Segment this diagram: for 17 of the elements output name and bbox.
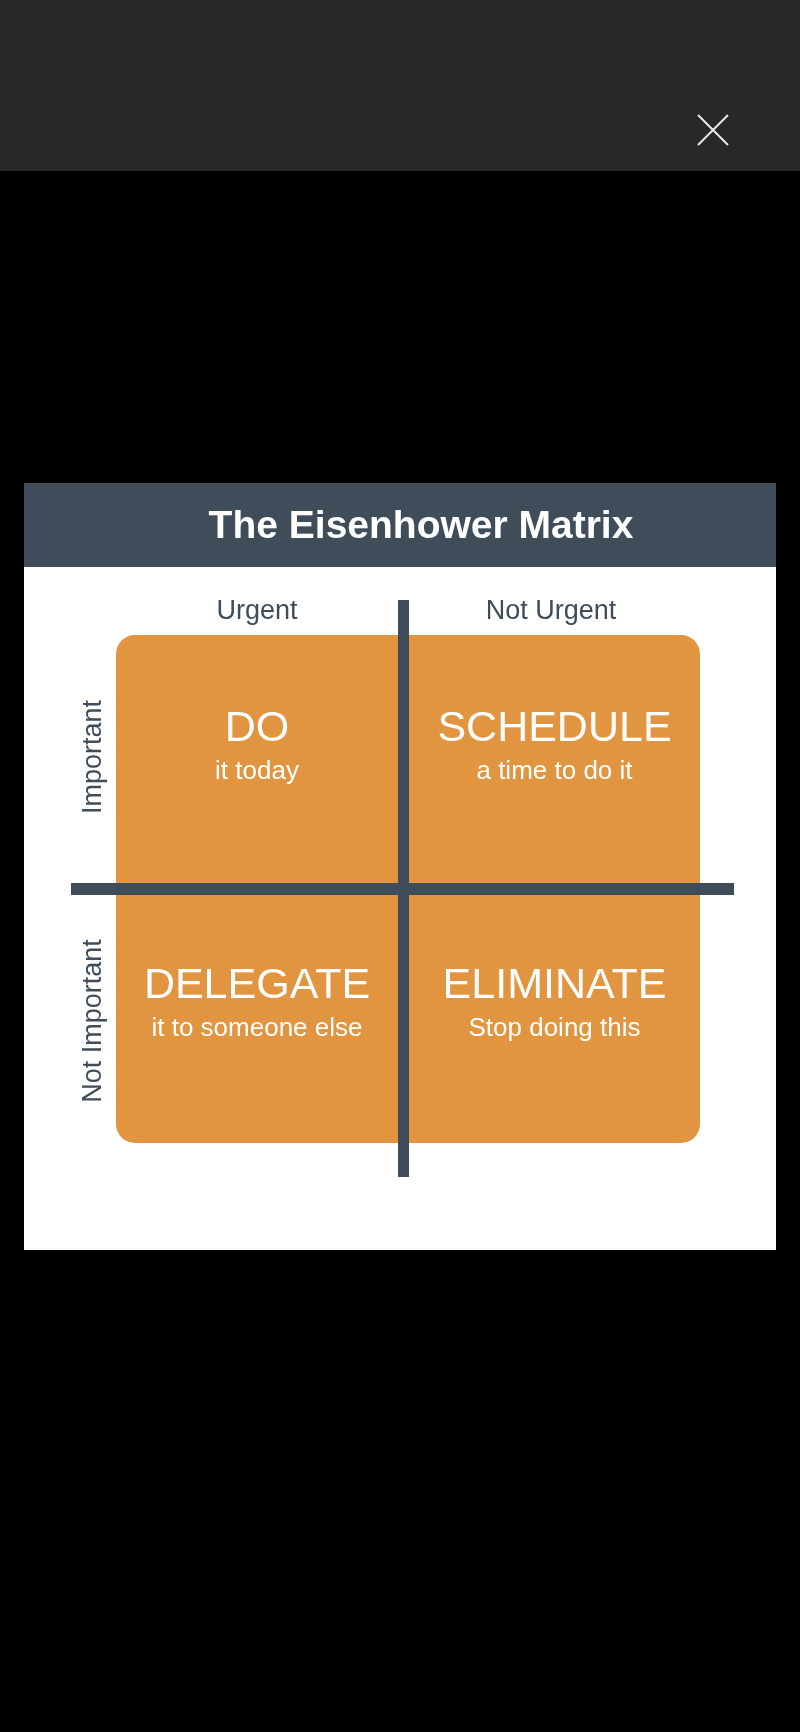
quadrant-heading: ELIMINATE xyxy=(442,959,667,1007)
quadrant-text: a time to do it xyxy=(476,754,633,786)
quadrant-heading: SCHEDULE xyxy=(437,702,672,750)
title: The Eisenhower Matrix xyxy=(208,503,634,546)
quadrant-panel xyxy=(116,635,398,883)
quadrant-heading: DELEGATE xyxy=(143,959,371,1007)
quadrant-text: it to someone else xyxy=(151,1011,363,1043)
quadrant-panel xyxy=(409,895,700,1143)
quadrant-text: Stop doing this xyxy=(468,1011,641,1043)
axis-label: Important xyxy=(76,699,108,815)
quadrant-panel xyxy=(116,895,398,1143)
axis-label: Not Important xyxy=(76,939,108,1103)
quadrant-text: it today xyxy=(215,754,299,786)
column-label: Urgent xyxy=(216,594,298,626)
quadrant-panel xyxy=(409,635,700,883)
column-label: Not Urgent xyxy=(485,594,617,626)
quadrant-heading: DO xyxy=(224,702,290,750)
